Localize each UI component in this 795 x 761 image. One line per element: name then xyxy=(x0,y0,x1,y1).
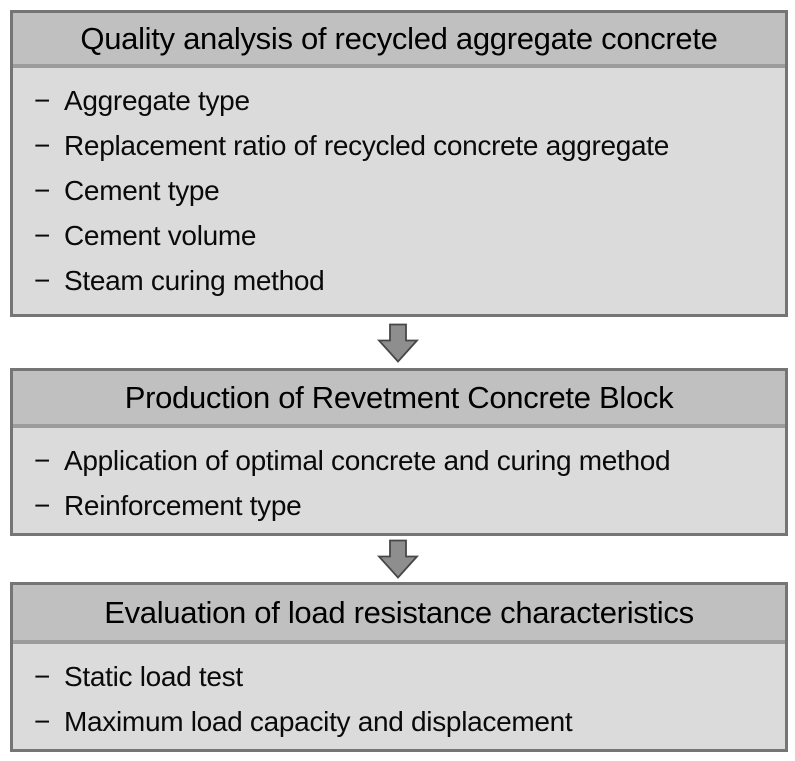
list-item: − Reinforcement type xyxy=(34,483,777,528)
dash-bullet: − xyxy=(34,175,51,206)
arrow-row xyxy=(0,536,795,582)
down-block-arrow-icon xyxy=(376,539,419,579)
box-quality-analysis: Quality analysis of recycled aggregate c… xyxy=(10,10,788,317)
box-production-body: − Application of optimal concrete and cu… xyxy=(13,428,785,533)
list-item-label: Steam curing method xyxy=(64,265,325,296)
list-item-label: Static load test xyxy=(64,661,243,692)
box-evaluation-body: − Static load test − Maximum load capaci… xyxy=(13,644,785,749)
list-item-label: Reinforcement type xyxy=(64,490,302,521)
list-item: − Cement volume xyxy=(34,213,777,258)
arrow-row xyxy=(0,317,795,368)
dash-bullet: − xyxy=(34,265,51,296)
list-item-label: Maximum load capacity and displacement xyxy=(64,706,573,737)
dash-bullet: − xyxy=(34,490,51,521)
down-block-arrow-icon xyxy=(376,323,419,363)
dash-bullet: − xyxy=(34,85,51,116)
dash-bullet: − xyxy=(34,220,51,251)
list-item: − Application of optimal concrete and cu… xyxy=(34,438,777,483)
box-evaluation-title: Evaluation of load resistance characteri… xyxy=(13,585,785,644)
list-item-label: Aggregate type xyxy=(64,85,250,116)
list-item: − Static load test xyxy=(34,654,777,699)
box-quality-analysis-body: − Aggregate type − Replacement ratio of … xyxy=(13,68,785,314)
dash-bullet: − xyxy=(34,445,51,476)
dash-bullet: − xyxy=(34,706,51,737)
list-item: − Cement type xyxy=(34,168,777,213)
box-production-title: Production of Revetment Concrete Block xyxy=(13,371,785,428)
dash-bullet: − xyxy=(34,661,51,692)
list-item: − Aggregate type xyxy=(34,78,777,123)
list-item-label: Cement volume xyxy=(64,220,257,251)
list-item: − Maximum load capacity and displacement xyxy=(34,699,777,744)
list-item-label: Application of optimal concrete and curi… xyxy=(64,445,671,476)
box-production: Production of Revetment Concrete Block −… xyxy=(10,368,788,536)
box-evaluation: Evaluation of load resistance characteri… xyxy=(10,582,788,752)
list-item: − Replacement ratio of recycled concrete… xyxy=(34,123,777,168)
box-quality-analysis-title: Quality analysis of recycled aggregate c… xyxy=(13,13,785,68)
list-item: − Steam curing method xyxy=(34,258,777,303)
list-item-label: Cement type xyxy=(64,175,220,206)
list-item-label: Replacement ratio of recycled concrete a… xyxy=(64,130,670,161)
dash-bullet: − xyxy=(34,130,51,161)
